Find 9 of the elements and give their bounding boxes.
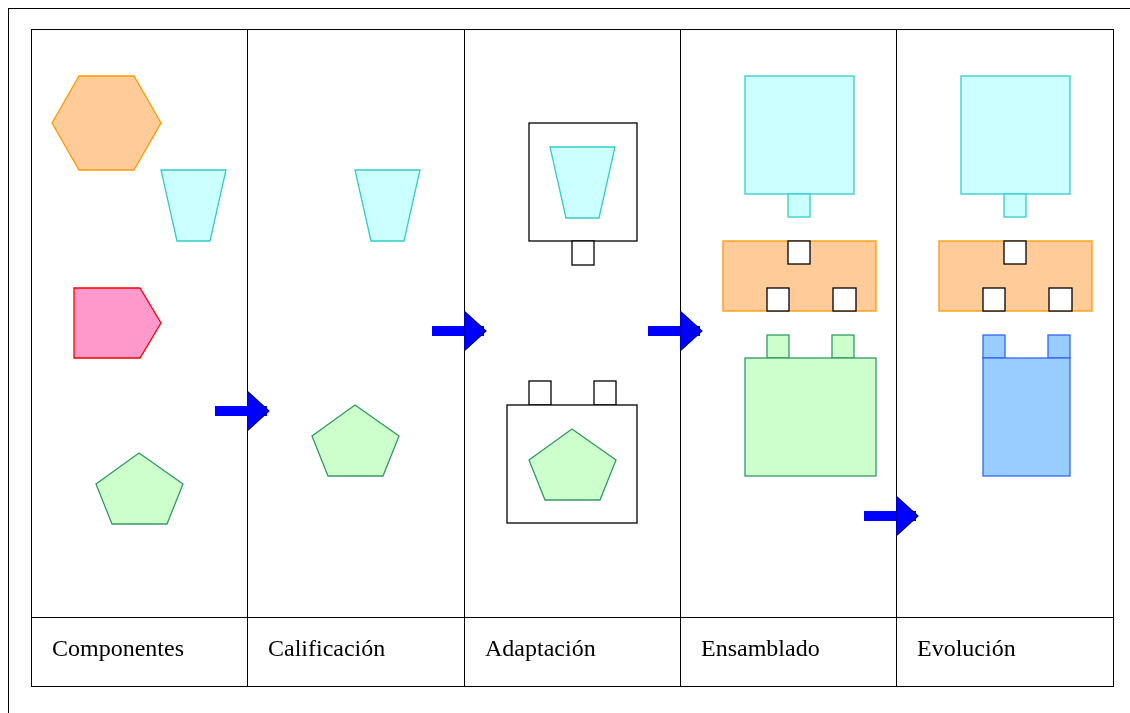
stage-label: Calificación <box>268 635 386 662</box>
block-arrow <box>648 310 703 352</box>
block-arrow <box>215 390 270 432</box>
stage-label: Adaptación <box>485 635 596 662</box>
stage-label: Evolución <box>917 635 1016 662</box>
stage-label: Componentes <box>52 635 184 662</box>
block-arrow <box>864 495 919 537</box>
block-arrow <box>432 310 487 352</box>
stage-label: Ensamblado <box>701 635 820 662</box>
